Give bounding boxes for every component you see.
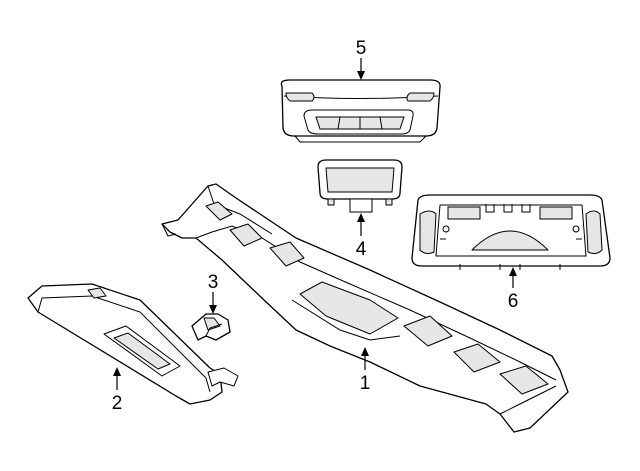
part-2-sun-visor bbox=[27, 283, 239, 405]
part-4-lamp bbox=[317, 159, 403, 213]
part-6-console-housing bbox=[411, 194, 611, 270]
callout-arrows bbox=[113, 58, 517, 390]
part-1-header-panel bbox=[161, 183, 569, 433]
callout-3: 3 bbox=[208, 272, 219, 293]
part-3-clip bbox=[191, 313, 231, 341]
callout-1: 1 bbox=[360, 373, 371, 394]
callout-5: 5 bbox=[356, 38, 367, 59]
callout-2: 2 bbox=[112, 393, 123, 414]
part-5-overhead-console bbox=[280, 79, 441, 143]
callout-4: 4 bbox=[356, 239, 367, 260]
callout-6: 6 bbox=[508, 291, 519, 312]
